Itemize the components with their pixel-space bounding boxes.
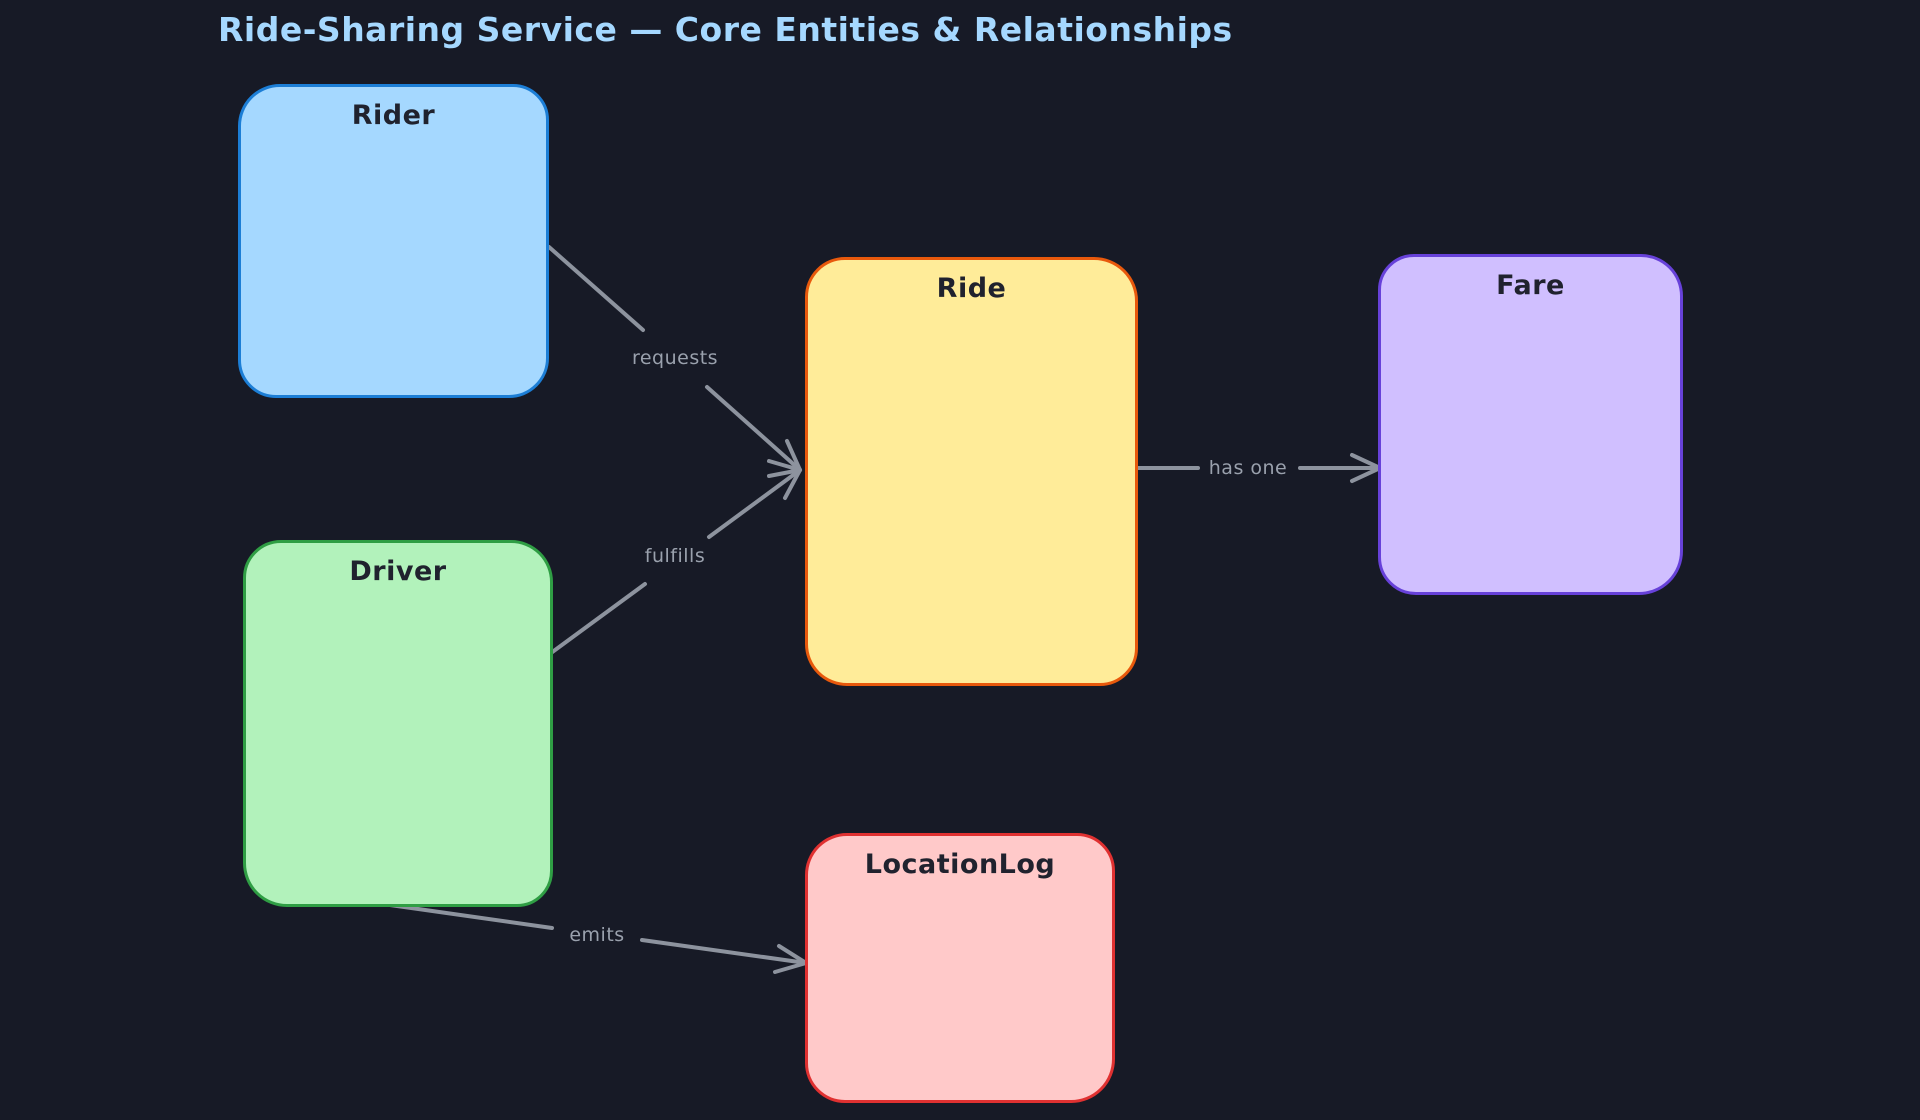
entity-label: Rider: [351, 100, 436, 131]
arrow-segment[interactable]: [547, 245, 645, 332]
entity-driver[interactable]: Driver: [243, 540, 553, 907]
entity-locationlog[interactable]: LocationLog: [805, 833, 1115, 1103]
entity-label: Ride: [936, 273, 1007, 304]
edge-label-emits[interactable]: emits: [569, 924, 625, 946]
arrow-segment[interactable]: [549, 582, 647, 655]
arrow-segment[interactable]: [640, 938, 808, 965]
entity-label: Driver: [349, 556, 447, 587]
diagram-title[interactable]: Ride-Sharing Service — Core Entities & R…: [218, 10, 1233, 49]
arrow-segment[interactable]: [707, 468, 802, 539]
edge-label-fulfills[interactable]: fulfills: [644, 545, 706, 567]
entity-rider[interactable]: Rider: [238, 84, 549, 398]
entity-fare[interactable]: Fare: [1378, 254, 1683, 595]
entity-ride[interactable]: Ride: [805, 257, 1138, 686]
arrowhead-icon: [767, 468, 802, 500]
edge-label-requests[interactable]: requests: [631, 347, 719, 369]
entity-label: LocationLog: [864, 849, 1056, 880]
arrow-fulfills[interactable]: [549, 468, 802, 655]
arrow-segment[interactable]: [388, 903, 554, 930]
arrow-segment[interactable]: [705, 385, 802, 472]
entity-label: Fare: [1496, 270, 1565, 301]
edge-label-has-one[interactable]: has one: [1208, 457, 1288, 479]
